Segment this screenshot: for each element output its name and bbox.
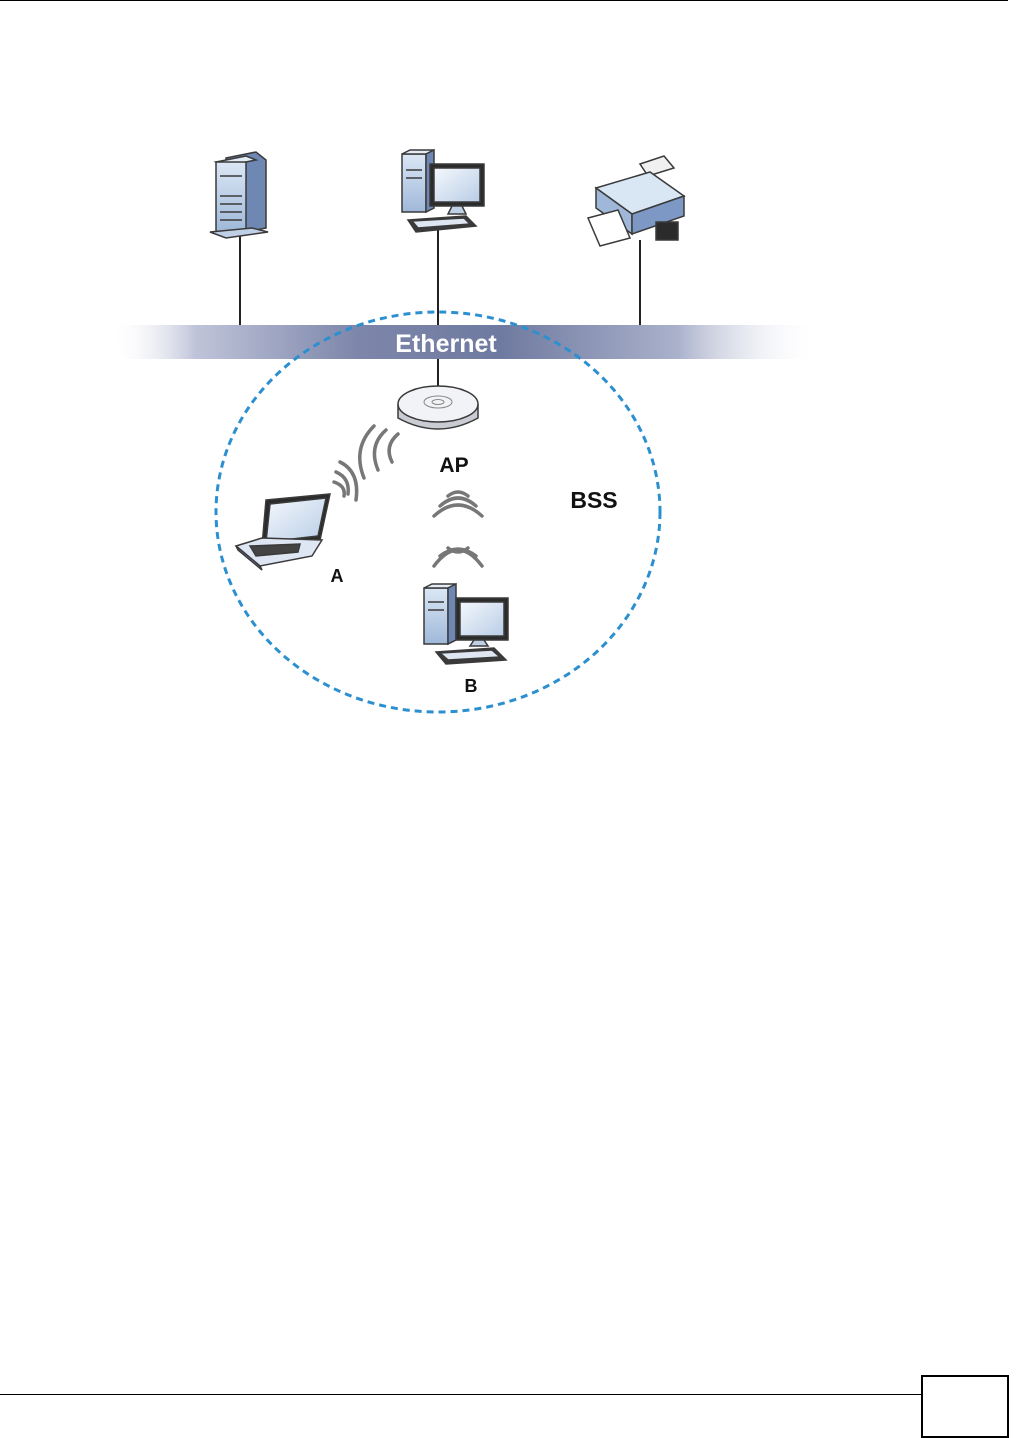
footer-rule (0, 1394, 1008, 1395)
server-icon (210, 152, 268, 238)
printer-icon (588, 156, 684, 246)
bss-network-diagram: Ethernet (0, 0, 1020, 760)
laptop-icon (236, 494, 330, 570)
bss-label: BSS (570, 487, 617, 513)
ethernet-label: Ethernet (395, 330, 497, 358)
access-point-icon (398, 386, 478, 429)
desktop-computer-icon (424, 584, 508, 664)
page-number-box (921, 1375, 1009, 1438)
ap-label: AP (439, 454, 468, 477)
wireless-signal-icon (434, 492, 482, 566)
station-b-label: B (465, 676, 478, 696)
wired-links (240, 228, 640, 392)
wireless-signal-icon (334, 426, 398, 500)
desktop-computer-icon (402, 150, 484, 232)
ethernet-bus: Ethernet (110, 325, 820, 359)
station-a-label: A (331, 566, 344, 586)
